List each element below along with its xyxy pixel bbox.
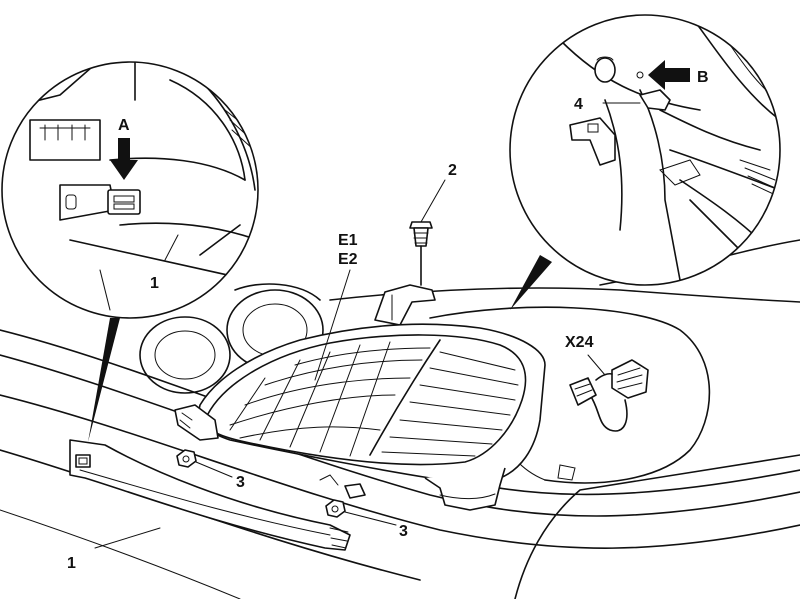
arrow-b-icon <box>648 60 690 90</box>
label-part-2: 2 <box>448 162 457 179</box>
label-part-1-main: 1 <box>67 555 76 572</box>
label-part-3-lower: 3 <box>399 523 408 540</box>
nut-part-3-lower <box>325 499 397 526</box>
label-part-4: 4 <box>574 96 583 113</box>
connector-x24 <box>569 354 649 432</box>
trim-strip-part-1 <box>69 439 351 551</box>
label-part-3-upper: 3 <box>236 474 245 491</box>
lens-grid <box>229 341 519 457</box>
label-e1: E1 <box>338 232 358 249</box>
label-x24: X24 <box>565 334 594 351</box>
headlamp-assembly <box>174 284 546 511</box>
leader-1-main <box>94 527 161 549</box>
screw-part-2 <box>409 179 446 286</box>
label-arrow-b: B <box>697 69 709 86</box>
leader-1-inset <box>164 234 179 261</box>
label-e2: E2 <box>338 251 358 268</box>
detail-inset-a <box>1 61 259 442</box>
detail-inset-b <box>509 14 781 310</box>
label-arrow-a: A <box>118 117 130 134</box>
leader-e1e2 <box>314 269 351 381</box>
nut-part-3-upper <box>176 449 233 478</box>
arrow-a-icon <box>110 138 138 180</box>
label-part-1-inset: 1 <box>150 275 159 292</box>
